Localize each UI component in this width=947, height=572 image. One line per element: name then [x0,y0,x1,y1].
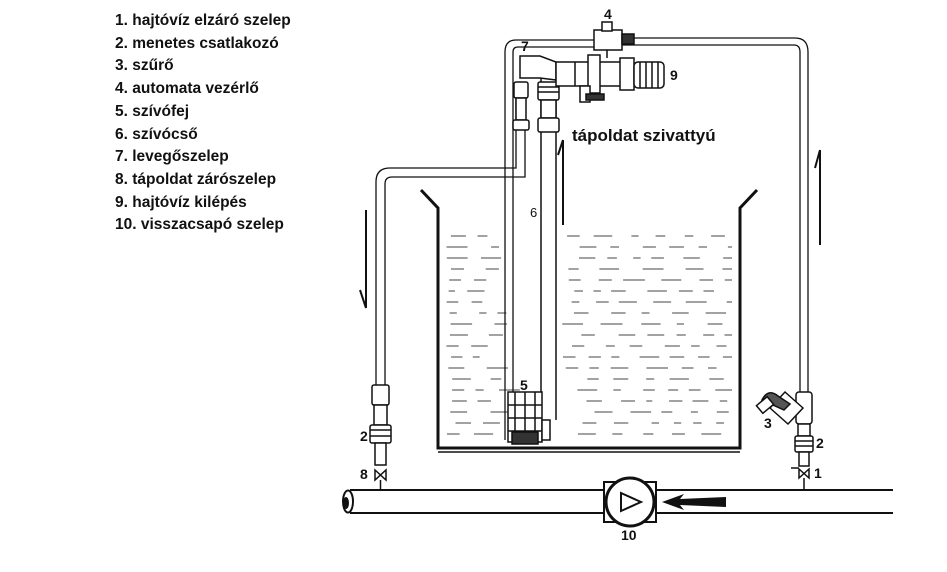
flow-arrow-main-icon [662,494,726,510]
legend-item-3: 3. szűrő [115,57,174,75]
nutrient-tank [419,188,759,453]
pump-label: tápoldat szivattyú [572,126,716,145]
flow-arrow-down-left-icon [359,210,367,309]
suction-head [507,391,551,445]
legend-item-10: 10. visszacsapó szelep [115,216,284,234]
callout-9: 9 [670,67,678,83]
automatic-controller [593,21,635,58]
callout-6: 6 [530,205,537,220]
callout-3: 3 [764,415,772,431]
callout-8: 8 [360,466,368,482]
legend-item-9: 9. hajtóvíz kilépés [115,193,247,211]
suction-tube [540,78,557,420]
callout-2-left: 2 [360,428,368,444]
left-fittings [369,384,392,490]
right-pipe [620,37,809,392]
filter [755,390,805,426]
legend-item-2: 2. menetes csatlakozó [115,34,279,52]
legend-item-8: 8. tápoldat zárószelep [115,170,277,188]
callout-7: 7 [521,38,529,54]
callout-1: 1 [814,465,822,481]
air-valve-tube [504,39,600,440]
legend-item-1: 1. hajtóvíz elzáró szelep [115,12,291,29]
legend-item-4: 4. automata vezérlő [115,80,259,98]
legend-item-5: 5. szívófej [115,102,190,120]
nutrient-pump [519,54,665,103]
legend-list: 1. hajtóvíz elzáró szelep 2. menetes csa… [115,10,291,237]
legend-item-7: 7. levegőszelep [115,148,229,166]
flow-arrow-up-right-icon [814,149,821,245]
flow-arrows [359,139,821,309]
flow-arrow-up-center-icon [557,139,564,225]
check-valve [603,476,657,528]
liquid-fill [446,235,732,435]
legend-item-6: 6. szívócső [115,125,198,143]
callout-4: 4 [604,6,612,22]
top-fittings [512,81,560,133]
callout-2-right: 2 [816,435,824,451]
callout-10: 10 [621,527,637,543]
callout-5: 5 [520,377,528,393]
left-pipe [375,95,526,385]
